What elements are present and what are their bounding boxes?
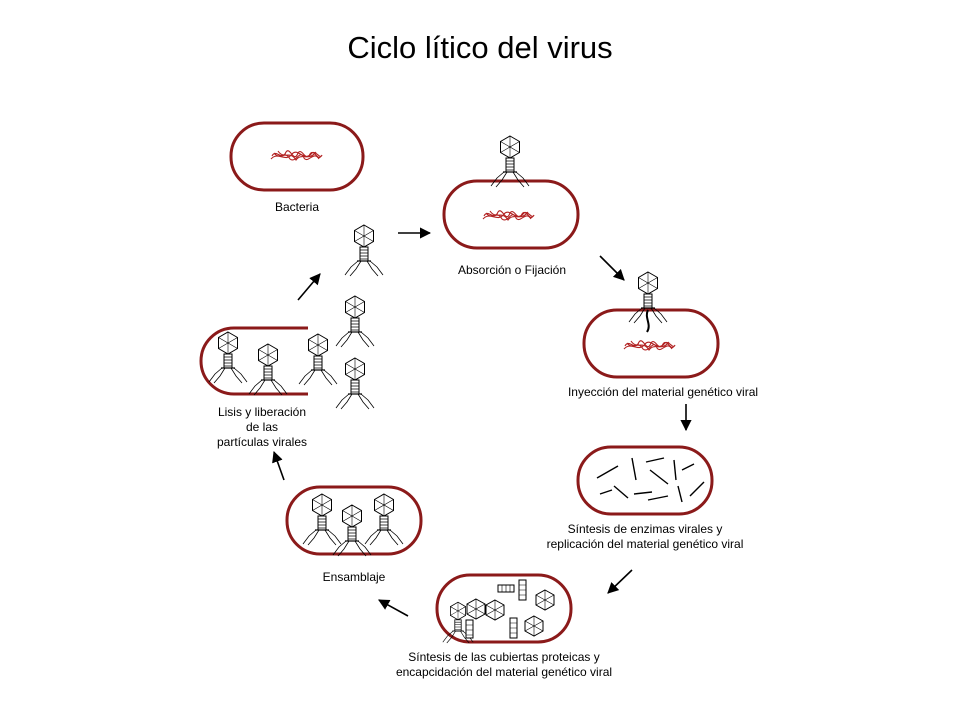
stage-injection (582, 271, 720, 379)
arrow-icon (607, 569, 633, 594)
label-lysis-line-3: partículas virales (216, 435, 308, 449)
capsid-head-icon (524, 615, 544, 637)
stage-capsid-synthesis (435, 573, 573, 644)
label-enzyme-synthesis-line-1: Síntesis de enzimas virales y (567, 522, 723, 536)
capsid-head-icon (466, 598, 486, 620)
label-capsid-synthesis-line-2: encapcidación del material genético vira… (395, 665, 613, 679)
viral-fragment-icon (596, 457, 705, 503)
bacteriophage-icon (335, 295, 375, 348)
phage-tail-icon (509, 617, 518, 639)
capsid-head-icon (535, 589, 555, 611)
bacteriophage-icon (344, 224, 384, 277)
label-bacteria: Bacteria (274, 200, 320, 214)
label-assembly: Ensamblaje (322, 570, 386, 584)
bacteria-cell (576, 445, 714, 516)
page-title: Ciclo lítico del virus (347, 30, 613, 65)
label-enzyme-synthesis: Síntesis de enzimas virales y replicació… (520, 522, 770, 552)
label-capsid-synthesis: Síntesis de las cubiertas proteicas y en… (380, 650, 628, 680)
label-injection: Inyección del material genético viral (567, 385, 759, 399)
capsid-head-icon (485, 599, 505, 621)
label-enzyme-synthesis-line-2: replicación del material genético viral (546, 537, 744, 551)
phage-tail-icon (497, 584, 515, 593)
stage-bacteria (229, 121, 365, 192)
lysed-cell (199, 326, 308, 396)
phage-tail-icon (465, 619, 474, 639)
cycle-arrows (272, 227, 692, 617)
label-lysis-line-2: de las (245, 420, 279, 434)
arrow-icon (599, 255, 625, 281)
bacteria-cell (229, 121, 365, 192)
stage-assembly (285, 485, 423, 557)
arrow-icon (378, 599, 409, 617)
label-lysis: Lisis y liberación de las partículas vir… (200, 405, 324, 450)
stage-absorption (442, 135, 580, 250)
stage-lysis (199, 224, 384, 410)
phage-tail-icon (518, 579, 527, 601)
label-capsid-synthesis-line-1: Síntesis de las cubiertas proteicas y (408, 650, 600, 664)
label-absorption: Absorción o Fijación (457, 263, 567, 277)
bacteriophage-icon (335, 357, 375, 410)
arrow-icon (272, 450, 285, 481)
label-lysis-line-1: Lisis y liberación (217, 405, 307, 419)
bacteriophage-icon (490, 135, 530, 188)
bacteria-cell (442, 179, 580, 250)
stage-enzyme-synthesis (576, 445, 714, 516)
arrow-icon (297, 273, 321, 301)
